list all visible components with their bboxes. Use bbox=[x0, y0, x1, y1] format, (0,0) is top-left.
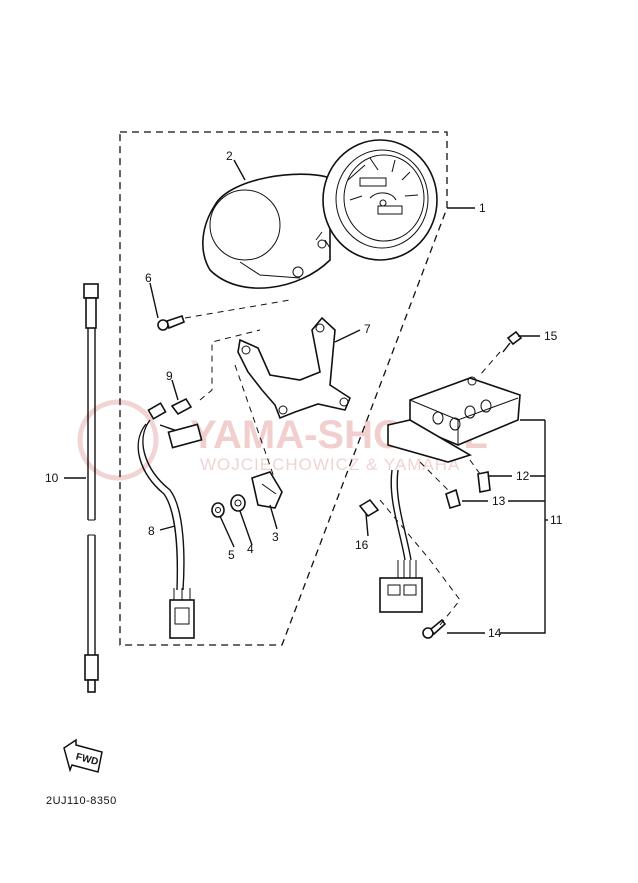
screw-15 bbox=[502, 330, 523, 353]
callout-15: 15 bbox=[544, 329, 558, 343]
callout-5: 5 bbox=[228, 548, 235, 562]
nut-5 bbox=[211, 502, 225, 518]
drawing-code: 2UJ110-8350 bbox=[46, 795, 117, 807]
callout-7: 7 bbox=[364, 322, 371, 336]
callout-9: 9 bbox=[166, 369, 173, 383]
bulb-9 bbox=[170, 397, 193, 416]
screw-6 bbox=[157, 314, 185, 331]
assembly-boundary bbox=[119, 131, 448, 646]
callout-8: 8 bbox=[148, 524, 155, 538]
meter-housing bbox=[202, 173, 331, 289]
socket-16 bbox=[358, 498, 380, 518]
meter-harness bbox=[137, 402, 203, 639]
fwd-arrow: FWD bbox=[63, 738, 103, 773]
speedometer-gauge bbox=[315, 139, 438, 261]
callout-2: 2 bbox=[226, 149, 233, 163]
leader-lines bbox=[64, 159, 548, 634]
bulb-13 bbox=[445, 488, 461, 509]
callout-1: 1 bbox=[479, 201, 486, 215]
callout-16: 16 bbox=[355, 538, 369, 552]
indicator-harness bbox=[379, 469, 423, 613]
callout-13: 13 bbox=[492, 494, 506, 508]
watermark-sub-text: WOJCIECHOWICZ & YAMAHA bbox=[200, 455, 460, 474]
callout-3: 3 bbox=[272, 530, 279, 544]
indicator-light-assembly bbox=[387, 376, 521, 463]
callout-14: 14 bbox=[488, 626, 502, 640]
callout-11: 11 bbox=[550, 513, 563, 527]
bulb-12 bbox=[477, 471, 491, 493]
washer-4 bbox=[230, 494, 246, 512]
callout-6: 6 bbox=[145, 271, 152, 285]
grommet-3 bbox=[251, 471, 283, 509]
callout-10: 10 bbox=[45, 471, 59, 485]
speedometer-cable bbox=[83, 283, 99, 693]
callout-4: 4 bbox=[247, 542, 254, 556]
callout-12: 12 bbox=[516, 469, 530, 483]
meter-bracket bbox=[237, 316, 351, 420]
